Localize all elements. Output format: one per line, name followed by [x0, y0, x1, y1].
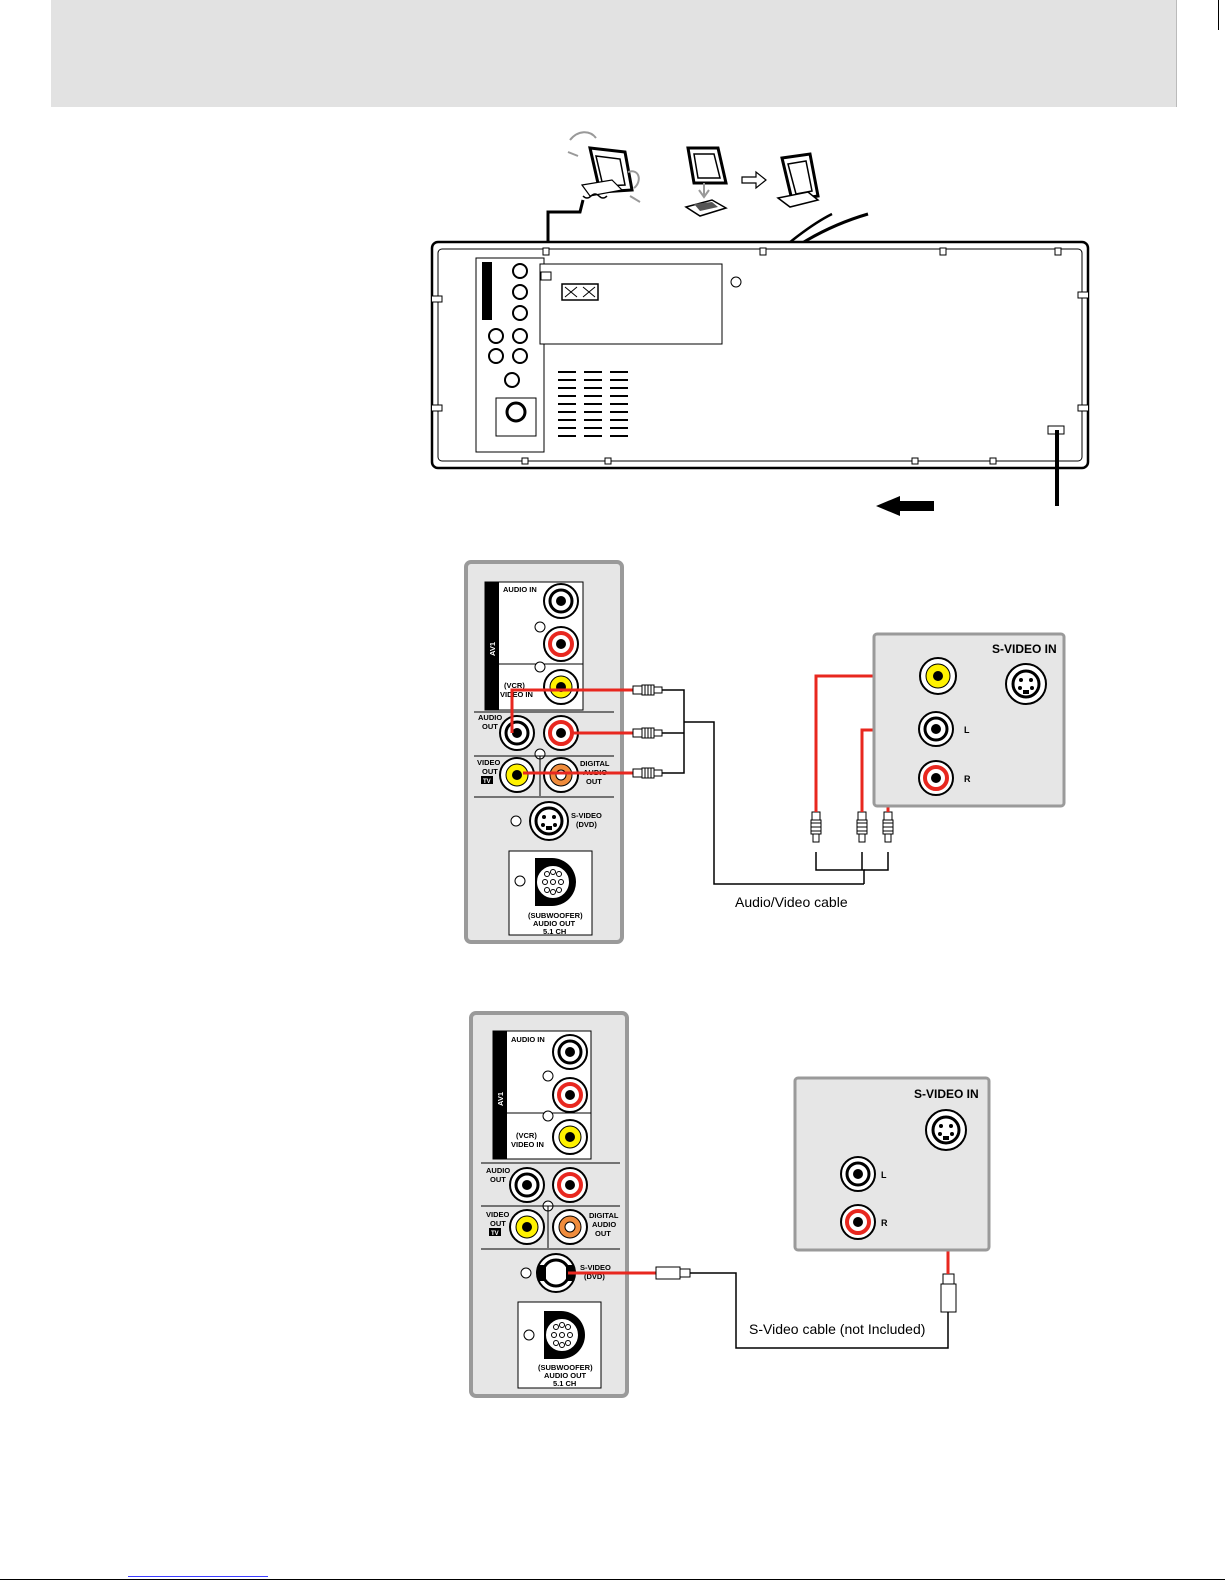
av1-label: AV1 [496, 1092, 505, 1106]
video-in-label: VIDEO IN [500, 690, 533, 699]
tv-s-video-in-label: S-VIDEO IN [914, 1087, 979, 1101]
tv-l-label: L [881, 1170, 887, 1180]
tv-l-label: L [964, 725, 970, 735]
av1-audio-in-label: AUDIO IN [503, 585, 537, 594]
audio-out-51-label: AUDIO OUT [544, 1371, 587, 1380]
av-cable-label: Audio/Video cable [735, 894, 848, 910]
digital-audio-label: AUDIO [592, 1220, 616, 1229]
s-video-connection-figure: AUDIO IN AV1 (VCR) VIDEO IN AUDIO OUT VI… [469, 1011, 991, 1398]
tv-label: TV [491, 1231, 499, 1237]
video-in-label: VIDEO IN [511, 1140, 544, 1149]
digital-out-label: OUT [586, 777, 602, 786]
assembled-antenna-icon [776, 152, 820, 208]
tv-r-label: R [964, 774, 971, 784]
audio-out-label-2: OUT [482, 722, 498, 731]
video-out-label-2: OUT [482, 767, 498, 776]
ch-label: 5.1 CH [553, 1379, 576, 1388]
av1-label: AV1 [488, 642, 497, 656]
video-out-label-1: VIDEO [477, 758, 501, 767]
video-out-label-1: VIDEO [486, 1210, 510, 1219]
audio-out-label-1: AUDIO [478, 713, 502, 722]
arrow-left-icon [876, 496, 934, 516]
av-cable-plugs-left [632, 684, 663, 779]
subwoofer-label: (SUBWOOFER) [538, 1363, 593, 1372]
av-cable-plugs-right [810, 811, 894, 843]
footer-link-underline[interactable] [128, 1576, 268, 1577]
vcr-label: (VCR) [504, 681, 525, 690]
s-video-plug-right [940, 1273, 957, 1313]
audio-out-label-2: OUT [490, 1175, 506, 1184]
corner-rule [1218, 0, 1219, 30]
loop-antenna-icon [567, 131, 641, 203]
s-video-cable-label: S-Video cable (not Included) [749, 1321, 925, 1337]
audio-out-label-1: AUDIO [486, 1166, 510, 1175]
audio-out-51-label: AUDIO OUT [533, 919, 576, 928]
subwoofer-label: (SUBWOOFER) [528, 911, 583, 920]
unit-rear-chassis [430, 240, 1090, 506]
arrow-right-icon [741, 170, 767, 190]
tv-s-video-in-label: S-VIDEO IN [992, 642, 1057, 656]
vcr-label: (VCR) [516, 1131, 537, 1140]
tv-r-label: R [881, 1218, 888, 1228]
dvd-label: (DVD) [576, 820, 597, 829]
s-video-label: S-VIDEO [580, 1263, 611, 1272]
header-band [51, 0, 1176, 107]
digital-label: DIGITAL [589, 1211, 619, 1220]
video-out-label-2: OUT [490, 1219, 506, 1228]
digital-out-label: OUT [595, 1229, 611, 1238]
ch-label: 5.1 CH [543, 927, 566, 936]
dvd-label: (DVD) [584, 1272, 605, 1281]
s-video-label: S-VIDEO [571, 811, 602, 820]
av1-audio-in-label: AUDIO IN [511, 1035, 545, 1044]
digital-label: DIGITAL [580, 759, 610, 768]
header-edge-rule [1176, 0, 1177, 107]
rear-panel-figure [430, 131, 1090, 516]
footer-rule [0, 1579, 1225, 1580]
antenna-assembly-icon [684, 146, 728, 217]
av-connection-figure: AUDIO IN AV1 (VCR) VIDEO IN AUDIO OUT VI… [464, 560, 1066, 944]
s-video-plug-left [655, 1266, 691, 1280]
tv-label: TV [483, 779, 491, 785]
